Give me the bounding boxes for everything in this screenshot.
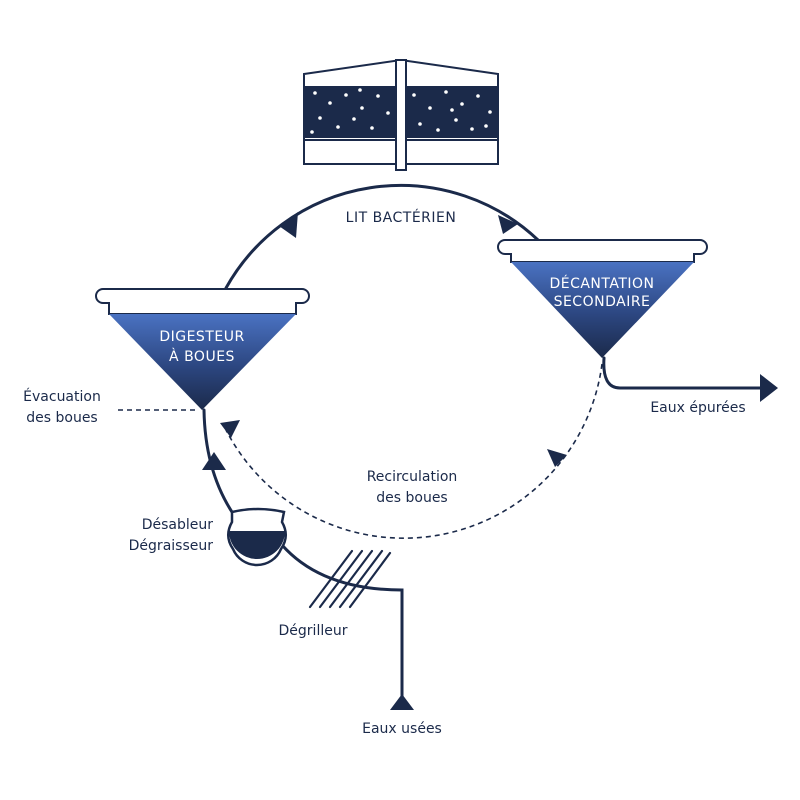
arrow-right-icon <box>760 374 778 402</box>
secondary-clarifier-icon <box>497 239 708 358</box>
sludge-digester-icon <box>95 288 310 410</box>
label-desableur-line1: Désableur <box>142 517 214 533</box>
arrows <box>202 212 778 710</box>
label-desableur-line2: Dégraisseur <box>129 538 214 554</box>
arrow-up-icon <box>202 452 226 470</box>
label-recirculation-line2: des boues <box>376 490 447 506</box>
flow-line-inlet-pipe <box>280 543 404 700</box>
flow-line-outlet <box>602 356 764 390</box>
grit-grease-separator-icon <box>227 507 287 567</box>
arrow-recirc-return-icon <box>220 420 240 438</box>
label-evacuation-line1: Évacuation <box>23 388 101 405</box>
label-digesteur-line2: À BOUES <box>169 348 235 365</box>
label-digesteur-line1: DIGESTEUR <box>159 329 244 345</box>
label-degrilleur: Dégrilleur <box>279 623 348 639</box>
flow-line-digester-to-bed <box>224 183 540 290</box>
label-recirculation-line1: Recirculation <box>367 469 458 485</box>
arrow-down-right-icon <box>498 215 518 234</box>
arrow-inlet-up-icon <box>390 694 414 710</box>
screen-icon <box>308 549 392 609</box>
arrow-recirc-down-icon <box>547 449 567 467</box>
flow-lines <box>202 183 764 700</box>
label-decantation-line1: DÉCANTATION <box>549 275 654 292</box>
recirculation-line <box>225 363 603 539</box>
label-lit-bacterien: LIT BACTÉRIEN <box>346 209 457 226</box>
label-evacuation-line2: des boues <box>26 410 97 426</box>
label-decantation-line2: SECONDAIRE <box>554 294 651 310</box>
label-eaux-epurees: Eaux épurées <box>650 400 745 416</box>
label-eaux-usees: Eaux usées <box>362 721 442 737</box>
arrow-up-left-icon <box>279 212 298 238</box>
bacterial-bed-icon <box>303 58 499 171</box>
